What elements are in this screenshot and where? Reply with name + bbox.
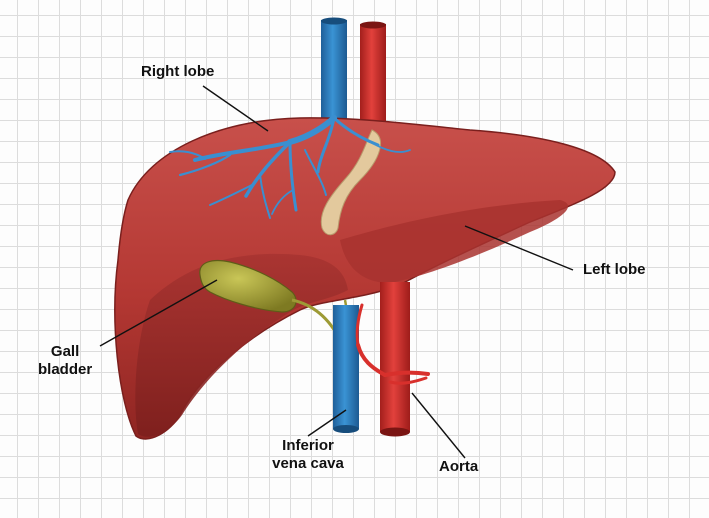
aorta-bottom-opening xyxy=(380,427,410,437)
label-gall-bladder: Gall bladder xyxy=(38,343,92,379)
leader-lines xyxy=(99,85,574,459)
left-lobe-fold xyxy=(340,200,569,283)
falciform-ligament xyxy=(320,129,381,236)
label-right-lobe: Right lobe xyxy=(141,63,215,80)
vena-cava-bottom-opening xyxy=(333,425,359,433)
leader-right-lobe xyxy=(202,85,269,132)
aorta-top-opening xyxy=(360,21,386,29)
vena-cava-lower xyxy=(333,305,359,429)
label-inferior-vena-cava: Inferior vena cava xyxy=(258,437,358,473)
label-gall-bladder-line1: Gall xyxy=(50,343,80,360)
label-ivc-line1: Inferior xyxy=(282,437,334,454)
label-aorta: Aorta xyxy=(439,458,479,475)
label-gall-bladder-line2: bladder xyxy=(38,361,93,378)
leader-aorta xyxy=(411,392,466,459)
label-ivc-line2: vena cava xyxy=(272,455,344,472)
label-left-lobe: Left lobe xyxy=(583,261,646,278)
hepatic-artery xyxy=(355,303,430,385)
leader-left-lobe xyxy=(464,225,574,271)
aorta-lower xyxy=(380,282,410,432)
hepatic-veins xyxy=(169,115,411,219)
vena-cava-top-opening xyxy=(321,17,347,25)
leader-gall-bladder xyxy=(99,279,218,347)
gallbladder xyxy=(199,259,297,313)
leader-vena-cava xyxy=(307,409,347,437)
